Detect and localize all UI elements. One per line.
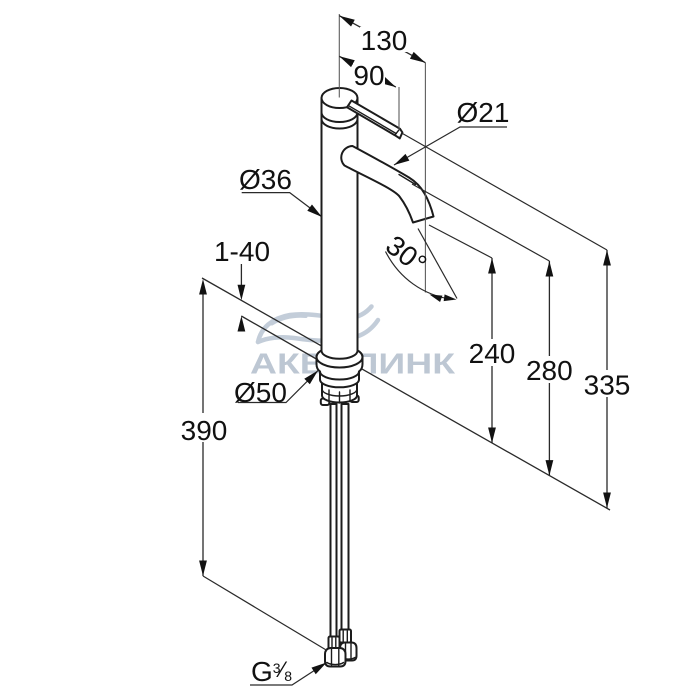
label-handle-reach: 90 xyxy=(353,60,384,91)
leader-d50 xyxy=(238,367,321,404)
watermark-wave-icon xyxy=(255,304,381,345)
spout-bend-crease xyxy=(398,173,417,186)
hose-ferrule-rear xyxy=(338,628,352,644)
dim-1-40 xyxy=(237,264,246,332)
countertop-surface-line xyxy=(201,277,611,511)
leader-g38 xyxy=(250,659,329,686)
supply-hose-rear xyxy=(340,403,350,632)
label-mounting-thickness: 1-40 xyxy=(214,236,270,267)
base-locknut xyxy=(321,382,358,404)
lever-handle xyxy=(346,99,404,140)
supply-hose-front xyxy=(329,403,338,639)
faucet-body xyxy=(320,87,359,360)
dim-angle-30 xyxy=(384,228,458,303)
label-spout-height: 280 xyxy=(526,355,573,386)
hose-end-reference-line xyxy=(202,575,328,652)
spout xyxy=(340,145,435,224)
label-total-height: 335 xyxy=(584,369,631,400)
label-spout-angle: 30° xyxy=(380,229,432,279)
spout-direction-line xyxy=(417,228,458,299)
label-hose-length: 390 xyxy=(181,415,228,446)
countertop-underside-line xyxy=(240,315,320,362)
label-spout-reach: 130 xyxy=(361,25,408,56)
label-outlet-height: 240 xyxy=(469,338,516,369)
faucet-drawing xyxy=(315,87,435,668)
total-height-reference-line xyxy=(402,132,608,251)
spout-height-reference-line xyxy=(411,183,550,262)
label-spout-diameter: Ø21 xyxy=(457,97,510,128)
label-body-diameter: Ø36 xyxy=(239,164,292,195)
outlet-height-reference-line xyxy=(428,224,493,259)
label-base-diameter: Ø50 xyxy=(234,377,287,408)
leader-d36 xyxy=(241,192,325,221)
body-cap-seam xyxy=(320,111,359,130)
label-thread-size: G3⁄8 xyxy=(251,656,292,687)
connection-nut-front xyxy=(324,647,347,668)
leader-d21 xyxy=(392,126,507,169)
